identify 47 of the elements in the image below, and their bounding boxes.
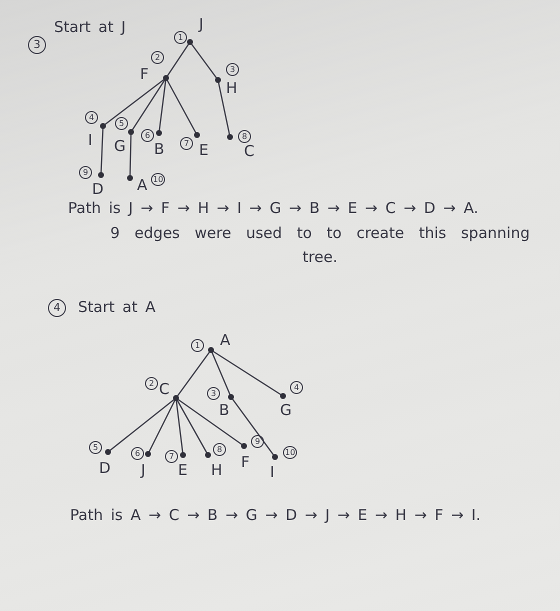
vertex-letter: F xyxy=(241,454,250,471)
order-number: 1 xyxy=(174,31,187,44)
vertex-letter: F xyxy=(140,66,149,83)
vertex-letter: C xyxy=(244,143,254,160)
heading-text: Start at A xyxy=(78,298,156,316)
order-number: 1 xyxy=(191,339,204,352)
vertex-letter: I xyxy=(88,132,92,149)
vertex-letter: B xyxy=(154,141,164,158)
order-number: 2 xyxy=(151,51,164,64)
order-number: 5 xyxy=(89,441,102,454)
order-number: 7 xyxy=(165,450,178,463)
order-number: 10 xyxy=(151,173,166,186)
vertex-letter: J xyxy=(199,16,204,33)
order-number: 8 xyxy=(213,443,226,456)
order-number: 8 xyxy=(238,130,251,143)
order-number: 9 xyxy=(251,435,264,448)
order-number: 4 xyxy=(290,381,303,394)
order-number: 3 xyxy=(207,387,220,400)
vertex-letter: C xyxy=(159,381,170,398)
path-text: Path is J → F → H → I → G → B → E → C → D → A. xyxy=(68,199,478,217)
vertex-letter: E xyxy=(199,142,208,159)
vertex-letter: D xyxy=(99,460,111,477)
vertex-letter: B xyxy=(219,402,230,419)
order-number: 4 xyxy=(85,111,98,124)
vertex-letter: H xyxy=(211,462,222,479)
vertex-letter: H xyxy=(226,80,238,97)
note-text: 9 edges were used to to create this spanning tree. xyxy=(109,223,531,268)
vertex-letter: G xyxy=(114,138,126,155)
vertex-letter: E xyxy=(178,462,188,479)
question-number: 4 xyxy=(48,299,66,317)
order-number: 10 xyxy=(283,446,298,459)
vertex-letter: A xyxy=(220,332,230,349)
vertex-letter: D xyxy=(92,181,104,198)
vertex-letter: J xyxy=(141,462,146,479)
path-text: Path is A → C → B → G → D → J → E → H → F → I. xyxy=(70,506,481,524)
order-number: 6 xyxy=(131,447,144,460)
heading-text: Start at J xyxy=(54,18,126,36)
vertex-letter: I xyxy=(270,464,274,481)
vertex-letter: G xyxy=(280,402,292,419)
order-number: 7 xyxy=(180,137,193,150)
question-number: 3 xyxy=(28,36,46,54)
vertex-letter: A xyxy=(137,177,148,194)
order-number: 6 xyxy=(141,129,154,142)
order-number: 9 xyxy=(79,166,92,179)
order-number: 5 xyxy=(115,117,128,130)
order-number: 2 xyxy=(145,377,158,390)
order-number: 3 xyxy=(226,63,239,76)
